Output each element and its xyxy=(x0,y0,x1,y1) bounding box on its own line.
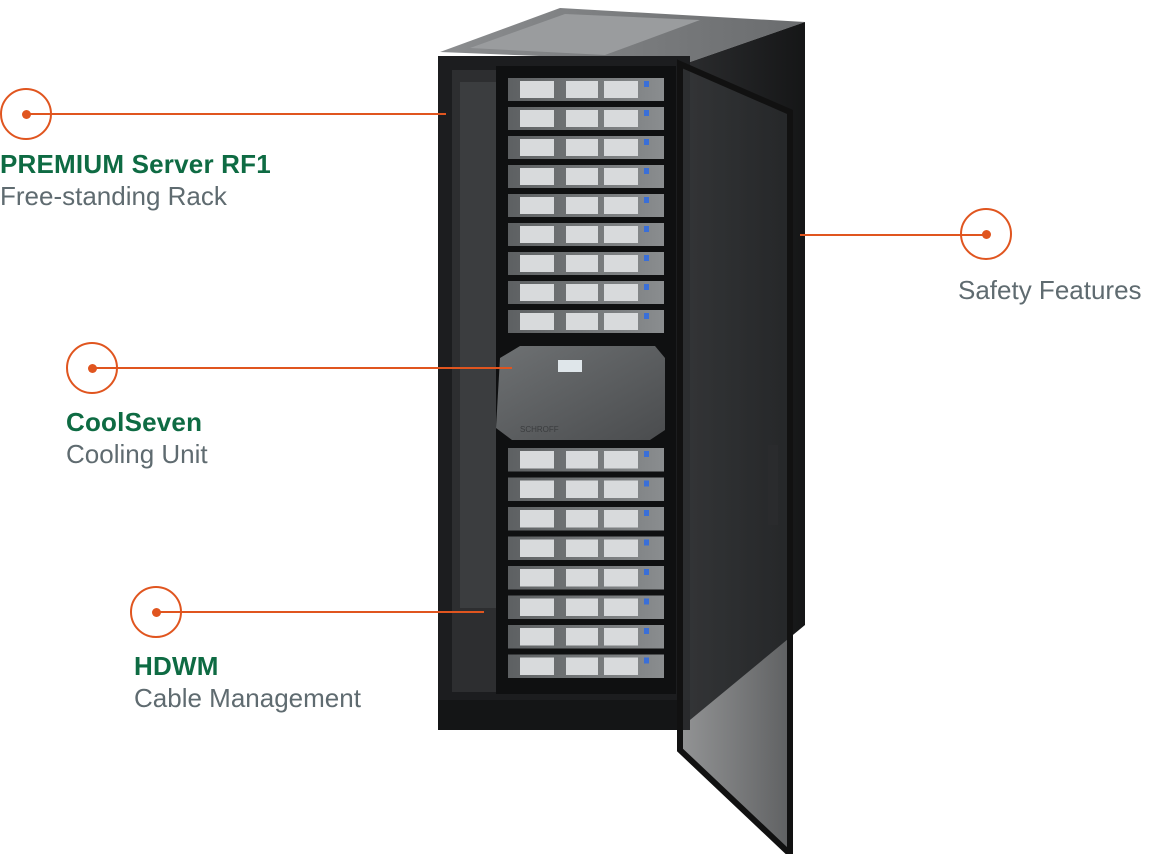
hotspot-dot xyxy=(21,109,31,119)
server-unit xyxy=(508,536,664,560)
server-unit xyxy=(508,107,664,130)
door-handle xyxy=(768,445,778,525)
cooling-unit: SCHROFF xyxy=(496,346,665,440)
safety-label: Safety Features xyxy=(958,274,1142,306)
server-unit xyxy=(508,281,664,304)
hotspot-dot xyxy=(981,229,991,239)
server-unit xyxy=(508,625,664,649)
server-unit xyxy=(508,223,664,246)
hotspot-dot xyxy=(87,363,97,373)
server-unit xyxy=(508,566,664,590)
server-unit xyxy=(508,654,664,678)
safety-features-hotspot[interactable] xyxy=(960,208,1012,260)
premium-title: PREMIUM Server RF1 xyxy=(0,149,271,179)
hdwm-leader-line xyxy=(158,611,484,613)
svg-text:SCHROFF: SCHROFF xyxy=(520,425,559,434)
coolseven-leader-line xyxy=(94,367,512,369)
server-unit xyxy=(508,448,664,472)
coolseven-title: CoolSeven xyxy=(66,407,203,437)
premium-label: PREMIUM Server RF1 Free-standing Rack xyxy=(0,148,271,212)
server-unit xyxy=(508,194,664,217)
coolseven-subtitle: Cooling Unit xyxy=(66,439,208,469)
server-unit xyxy=(508,136,664,159)
hdwm-subtitle: Cable Management xyxy=(134,683,361,713)
safety-leader-line xyxy=(800,234,986,236)
server-unit xyxy=(508,477,664,501)
server-unit xyxy=(508,252,664,275)
hotspot-dot xyxy=(151,607,161,617)
safety-subtitle: Safety Features xyxy=(958,275,1142,305)
server-unit xyxy=(508,507,664,531)
server-units-upper xyxy=(508,78,664,333)
server-unit xyxy=(508,310,664,333)
rack-glass-door xyxy=(677,59,793,854)
server-unit xyxy=(508,165,664,188)
premium-subtitle: Free-standing Rack xyxy=(0,181,227,211)
coolseven-label: CoolSeven Cooling Unit xyxy=(66,406,208,470)
server-unit xyxy=(508,78,664,101)
server-units-lower xyxy=(508,448,664,678)
hdwm-title: HDWM xyxy=(134,651,219,681)
hdwm-label: HDWM Cable Management xyxy=(134,650,361,714)
premium-leader-line xyxy=(28,113,446,115)
server-unit xyxy=(508,595,664,619)
